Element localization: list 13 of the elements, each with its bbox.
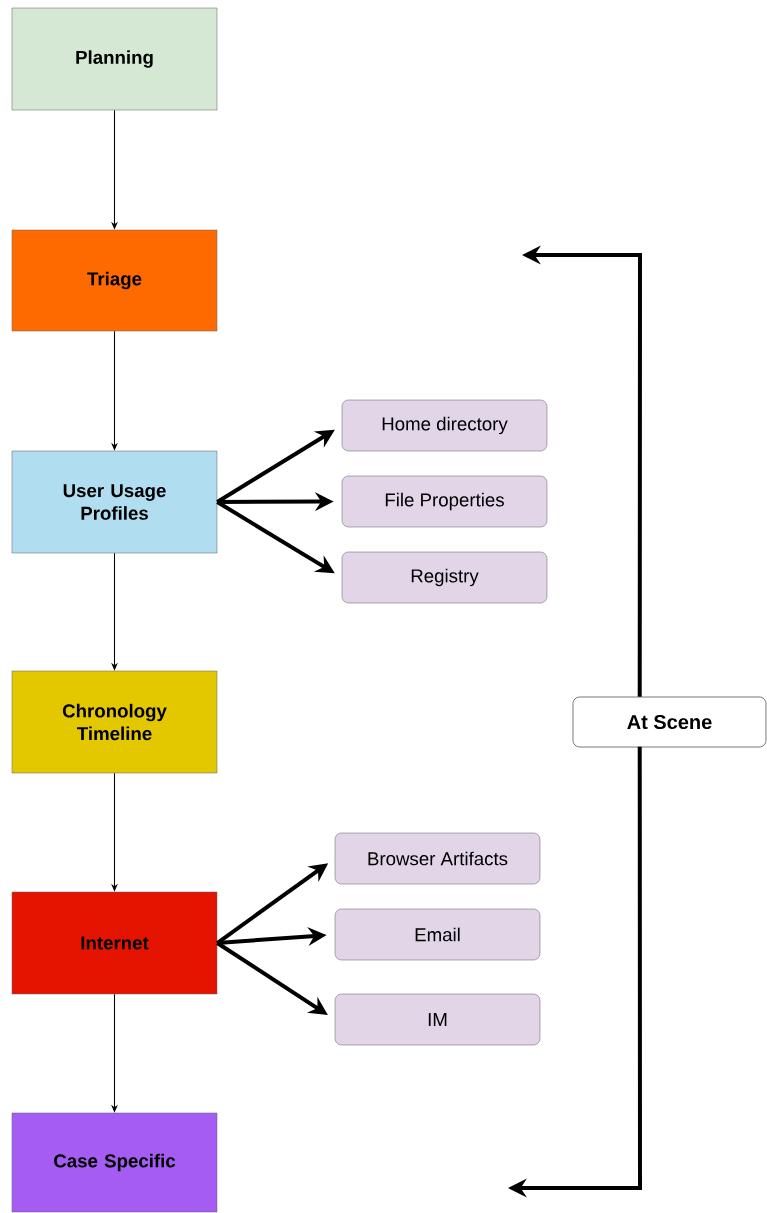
artifact-box: Home directory	[341, 399, 548, 452]
scope-label-box: At Scene	[572, 696, 767, 748]
process-box: Internet	[11, 891, 218, 995]
artifact-box: IM	[334, 993, 541, 1046]
process-box: Triage	[11, 229, 218, 332]
artifact-box: File Properties	[341, 475, 548, 528]
artifact-box: Registry	[341, 551, 548, 604]
artifact-box: Email	[334, 908, 541, 961]
artifact-box: Browser Artifacts	[334, 832, 541, 885]
process-box: Planning	[11, 7, 218, 111]
process-box: Case Specific	[11, 1112, 218, 1213]
process-box: Chronology Timeline	[11, 670, 218, 774]
process-box: User Usage Profiles	[11, 450, 218, 554]
